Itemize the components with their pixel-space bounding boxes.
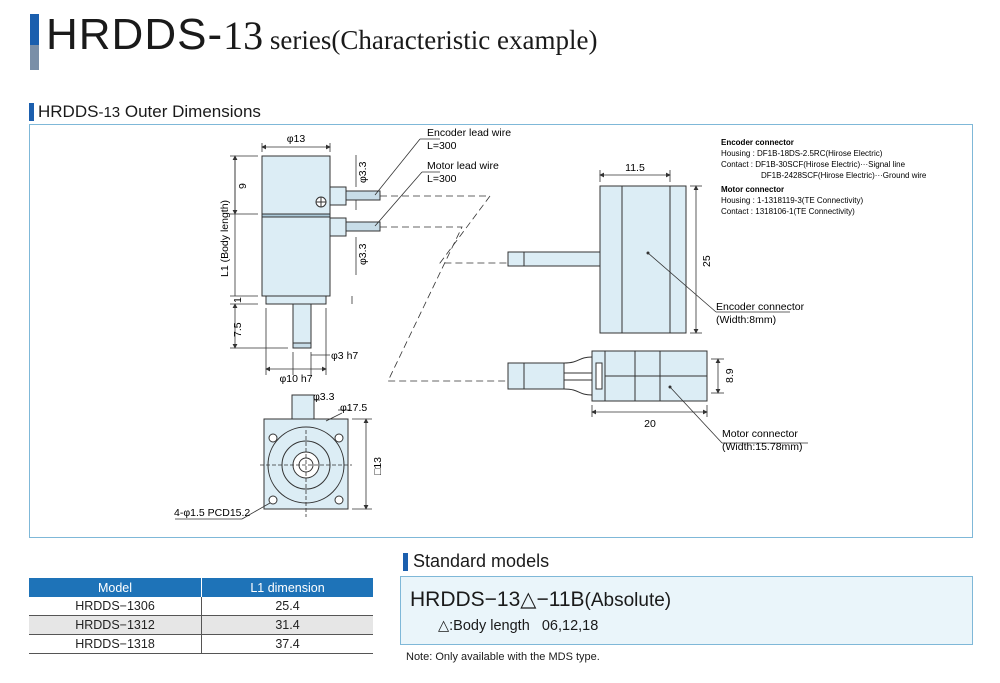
heading-rest: Outer Dimensions (120, 102, 261, 121)
encoder-connector-label: Encoder connector (716, 301, 805, 313)
dim-dia13: φ13 (287, 133, 306, 145)
section-accent-bar (403, 553, 408, 571)
header-model: Model (29, 578, 202, 597)
cell-model: HRDDS−1306 (29, 597, 202, 616)
models-table: Model L1 dimension HRDDS−1306 25.4 HRDDS… (29, 578, 373, 654)
outer-dimensions-heading: HRDDS-13 Outer Dimensions (38, 102, 261, 122)
dim-dia3-3-motor: φ3.3 (357, 243, 369, 265)
mount-hole (268, 433, 278, 443)
cell-model: HRDDS−1318 (29, 634, 202, 654)
break-lines (380, 195, 535, 382)
motor-lead-wire (345, 221, 381, 232)
table-row: HRDDS−1306 25.4 (29, 597, 373, 616)
dim-body-length: L1 (Body length) (219, 200, 231, 277)
encoder-connector-drawing (507, 185, 687, 334)
dim-mounting-holes: 4-φ1.5 PCD15.2 (174, 507, 250, 519)
model-type: (Absolute) (584, 590, 672, 611)
motor-lead-label: Motor lead wire (427, 160, 499, 172)
standard-models-heading: Standard models (413, 551, 550, 571)
dim-dia3-h7: φ3 h7 (331, 350, 358, 362)
encoder-connector-body (599, 185, 687, 334)
motor-section (261, 216, 331, 297)
mot-info-title: Motor connector (721, 185, 784, 194)
cell-model: HRDDS−1312 (29, 615, 202, 635)
title-rest: series(Characteristic example) (263, 25, 598, 55)
motor-lead-length: L=300 (427, 173, 457, 185)
dim-7-5: 7.5 (232, 322, 244, 337)
footnote: Note: Only available with the MDS type. (406, 651, 600, 663)
mount-hole (268, 495, 278, 505)
dim-20: 20 (644, 418, 656, 430)
table-header-row: Model L1 dimension (29, 578, 373, 597)
dim-dia3-3-encoder: φ3.3 (357, 161, 369, 183)
body-length-prefix: △:Body length (438, 618, 530, 634)
encoder-connector-width: (Width:8mm) (716, 314, 776, 326)
dimension-drawing: φ13 Encoder lead wire L=300 Motor lead w… (174, 127, 927, 520)
encoder-cable (523, 251, 607, 267)
dim-dia17-5: φ17.5 (340, 402, 367, 414)
body-length-values: 06,12,18 (541, 618, 599, 634)
shaft (292, 303, 312, 349)
mot-info-contact: Contact : 1318106-1(TE Connectivity) (721, 207, 855, 216)
encoder-lead-length: L=300 (427, 140, 457, 152)
dim-sq13: □13 (372, 457, 384, 475)
motor-connector-label: Motor connector (722, 428, 798, 440)
enc-info-contact-ground: DF1B-2428SCF(Hirose Electric)···Ground w… (761, 171, 927, 180)
enc-info-contact: Contact : DF1B-30SCF(Hirose Electric)···… (721, 160, 906, 169)
heading-num: -13 (98, 104, 121, 121)
dim-11-5: 11.5 (625, 162, 645, 174)
title-number: 13 (223, 13, 264, 58)
title-main: HRDDS (46, 10, 208, 59)
mount-hole (334, 495, 344, 505)
title-separator: - (207, 10, 224, 59)
encoder-lead-label: Encoder lead wire (427, 127, 511, 139)
encoder-lead-wire (345, 190, 381, 201)
model-code: HRDDS−13△−11B (410, 588, 585, 611)
enc-info-title: Encoder connector (721, 138, 794, 147)
motor-cable (523, 362, 565, 390)
connector-info: Encoder connector Housing : DF1B-18DS-2.… (721, 138, 927, 216)
section-accent-bar (29, 103, 34, 121)
body-length-line: △:Body length 06,12,18 (438, 618, 598, 634)
page-title: HRDDS-13 series(Characteristic example) (46, 10, 597, 60)
dim-8-9: 8.9 (724, 368, 736, 383)
motor-connector-drawing (507, 350, 708, 402)
dimension-drawing-frame: φ13 Encoder lead wire L=300 Motor lead w… (29, 124, 973, 538)
mot-info-housing: Housing : 1-1318119-3(TE Connectivity) (721, 196, 863, 205)
dim-dia10-h7: φ10 h7 (279, 373, 312, 385)
table-row: HRDDS−1312 31.4 (29, 615, 373, 635)
standard-model-code: HRDDS−13△−11B(Absolute) (410, 587, 671, 612)
dim-25: 25 (701, 255, 713, 267)
cell-l1: 31.4 (201, 615, 373, 635)
cell-l1: 37.4 (201, 634, 373, 654)
standard-models-box: HRDDS−13△−11B(Absolute) △:Body length 06… (400, 576, 973, 645)
motor-side-view (261, 155, 381, 349)
cell-l1: 25.4 (201, 597, 373, 616)
mount-hole (334, 433, 344, 443)
heading-main: HRDDS (38, 102, 99, 121)
header-l1-dimension: L1 dimension (201, 578, 373, 597)
enc-info-housing: Housing : DF1B-18DS-2.5RC(Hirose Electri… (721, 149, 883, 158)
dim-dia3-3-front: φ3.3 (313, 391, 335, 403)
dim-1: 1 (232, 297, 244, 303)
motor-connector-width: (Width:15.78mm) (722, 441, 803, 453)
dim-9: 9 (237, 183, 249, 189)
title-accent-bar (30, 14, 39, 70)
table-row: HRDDS−1318 37.4 (29, 634, 373, 654)
flange (265, 295, 327, 305)
